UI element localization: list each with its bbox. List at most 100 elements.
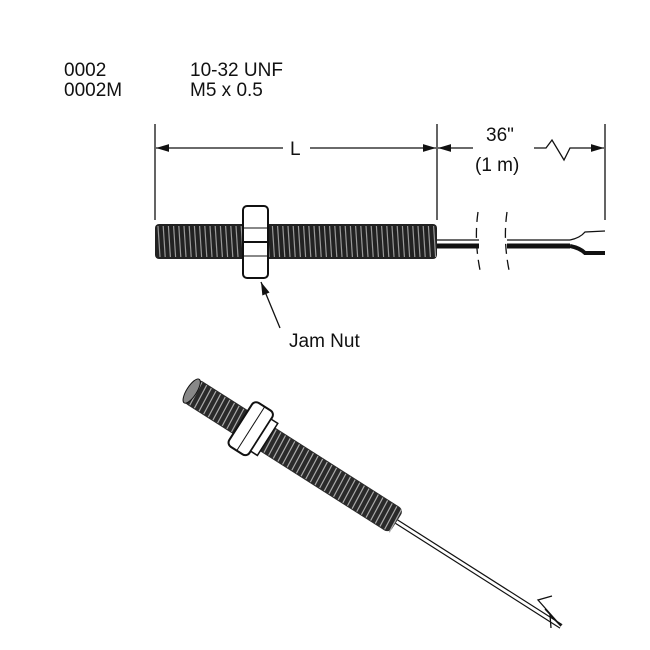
thread-line <box>277 225 281 258</box>
thread-line <box>337 476 352 501</box>
lead-length-metric: (1 m) <box>475 155 520 176</box>
thread-line <box>318 225 322 258</box>
threaded-rod-side-view <box>155 224 437 259</box>
thread-spec-0002m: M5 x 0.5 <box>190 80 263 101</box>
thread-line <box>356 488 370 512</box>
thread-line <box>178 225 182 258</box>
thread-line <box>329 225 333 258</box>
thread-line <box>313 225 317 258</box>
thread-line <box>173 225 177 258</box>
part-number-0002: 0002 <box>64 60 107 81</box>
length-label: L <box>290 139 301 160</box>
thread-line <box>235 225 239 258</box>
thread-line <box>333 473 347 498</box>
thread-line <box>391 225 395 258</box>
thread-line <box>230 225 234 258</box>
thread-line <box>162 225 166 258</box>
thread-line <box>384 506 398 530</box>
part-number-0002m: 0002M <box>64 80 123 101</box>
thread-line <box>221 402 236 427</box>
thread-line <box>323 225 327 258</box>
thread-line <box>349 225 353 258</box>
jam-nut-side-view <box>242 205 269 279</box>
thread-line <box>226 405 240 430</box>
thread-line <box>303 225 307 258</box>
thread-line <box>230 408 245 433</box>
length-dimension-line <box>156 138 604 162</box>
thread-line <box>360 491 375 515</box>
thread-line <box>282 441 296 465</box>
thread-line <box>295 449 310 474</box>
thread-line <box>209 225 213 258</box>
thread-line <box>346 482 361 507</box>
thread-line <box>433 225 437 258</box>
jam-nut-leader-arrow <box>260 281 281 329</box>
thread-line <box>277 438 291 462</box>
thread-line <box>157 225 161 258</box>
thread-line <box>339 225 343 258</box>
thread-line <box>355 225 359 258</box>
thread-line <box>344 225 348 258</box>
thread-line <box>225 225 229 258</box>
thread-line <box>370 225 374 258</box>
thread-line <box>422 225 426 258</box>
thread-line <box>297 225 301 258</box>
thread-line <box>396 225 400 258</box>
thread-line <box>203 390 217 415</box>
thread-line <box>188 225 192 258</box>
thread-line <box>386 225 390 258</box>
thread-line <box>388 509 403 533</box>
thread-line <box>183 225 187 258</box>
thread-line <box>360 225 364 258</box>
thread-spec-0002: 10-32 UNF <box>190 60 283 81</box>
thread-line <box>417 225 421 258</box>
thread-line <box>286 444 300 468</box>
thread-line <box>291 446 305 471</box>
thread-line <box>427 225 431 258</box>
thread-line <box>305 455 319 480</box>
thread-line <box>268 432 282 456</box>
extension-lines <box>154 124 606 220</box>
thread-line <box>204 225 208 258</box>
jam-nut-callout: Jam Nut <box>289 331 360 352</box>
thread-line <box>263 429 277 453</box>
thread-line <box>212 396 226 421</box>
thread-line <box>365 494 379 518</box>
thread-line <box>308 225 312 258</box>
thread-line <box>374 500 389 524</box>
thread-line <box>167 225 171 258</box>
isometric-sensor-view <box>182 378 563 629</box>
thread-line <box>328 470 342 495</box>
thread-line <box>287 225 291 258</box>
thread-line <box>207 393 222 418</box>
thread-line <box>314 461 328 486</box>
lead-length-imperial: 36" <box>486 125 514 146</box>
thread-line <box>412 225 416 258</box>
thread-line <box>193 384 208 409</box>
thread-line <box>199 225 203 258</box>
thread-line <box>370 497 384 521</box>
thread-line <box>193 225 197 258</box>
thread-line <box>342 479 356 504</box>
thread-line <box>375 225 379 258</box>
thread-line <box>309 458 324 483</box>
cable-side-view <box>437 211 606 271</box>
thread-line <box>407 225 411 258</box>
thread-line <box>272 435 287 459</box>
thread-line <box>300 452 314 477</box>
thread-line <box>381 225 385 258</box>
thread-line <box>379 503 393 527</box>
thread-line <box>351 485 365 509</box>
thread-line <box>323 467 338 492</box>
thread-line <box>365 225 369 258</box>
thread-line <box>219 225 223 258</box>
thread-line <box>198 387 212 412</box>
thread-line <box>217 399 231 424</box>
thread-line <box>401 225 405 258</box>
thread-line <box>214 225 218 258</box>
thread-line <box>319 464 333 489</box>
thread-line <box>271 225 275 258</box>
thread-line <box>292 225 296 258</box>
